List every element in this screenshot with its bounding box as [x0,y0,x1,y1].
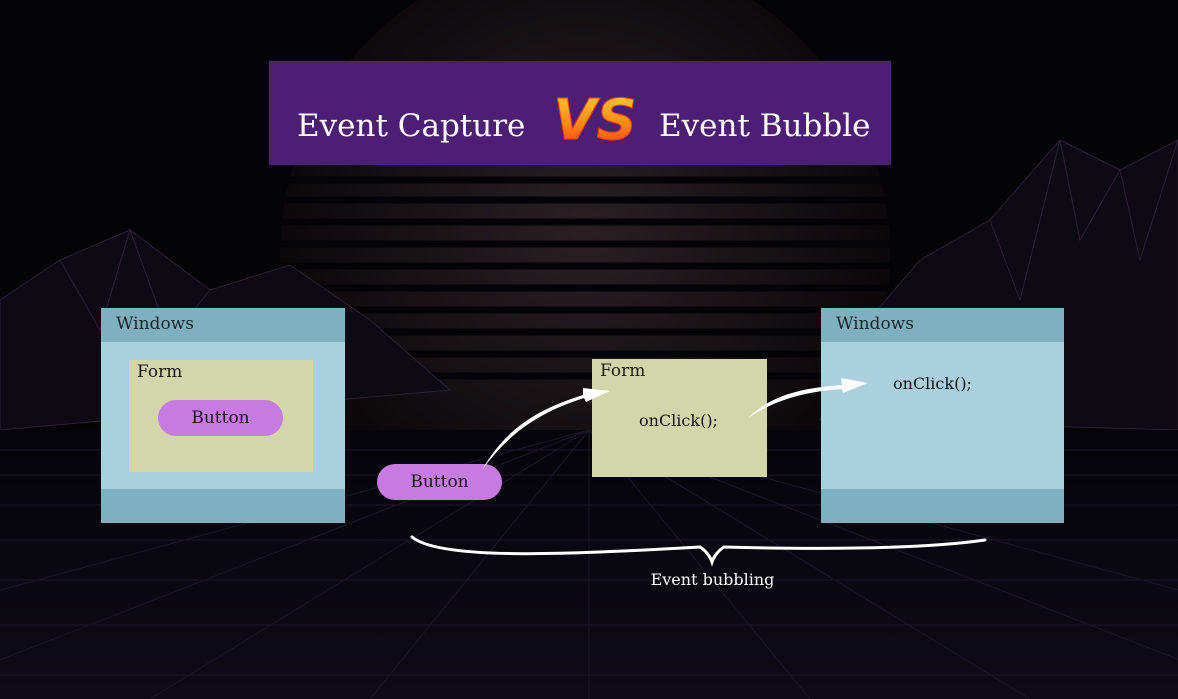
middle-onclick-handler: onClick(); [639,411,718,430]
right-onclick-handler: onClick(); [893,374,972,393]
left-button[interactable]: Button [158,400,283,436]
left-form: Form Button [129,360,313,472]
middle-form: Form onClick(); [592,359,767,477]
title-event-bubble: Event Bubble [659,108,871,144]
left-window: Windows Form Button [101,308,345,523]
right-window-footer [821,489,1064,523]
left-window-titlebar: Windows [101,308,345,342]
vs-text: VS [553,88,637,153]
right-window-titlebar: Windows [821,308,1064,342]
right-window: Windows onClick(); [821,308,1064,523]
middle-form-label: Form [600,361,646,381]
right-window-label: Windows [836,314,914,334]
middle-button[interactable]: Button [377,464,502,500]
title-event-capture: Event Capture [297,108,526,144]
title-banner: Event Capture VS Event Bubble [269,61,891,165]
left-form-label: Form [137,362,183,382]
left-window-label: Windows [116,314,194,334]
event-bubbling-caption: Event bubbling [650,570,775,589]
vs-logo: VS [553,88,638,154]
left-window-footer [101,489,345,523]
